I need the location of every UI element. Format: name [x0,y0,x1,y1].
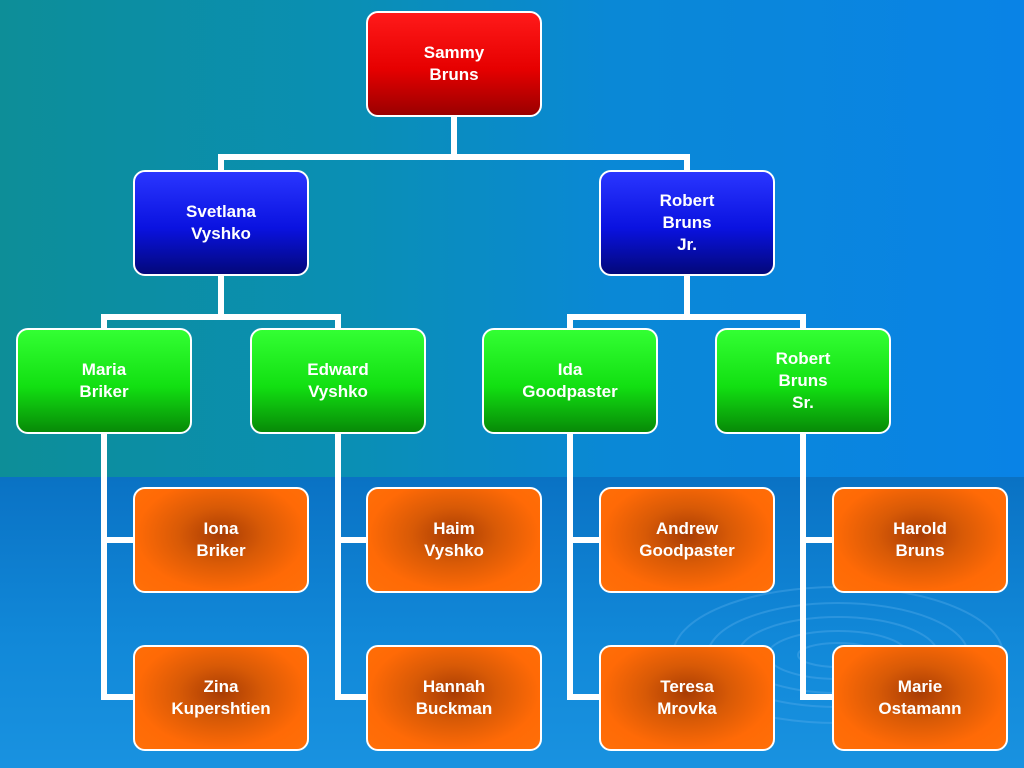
node-haim-vyshko: Haim Vyshko [366,487,542,593]
node-label: Sammy Bruns [423,43,485,84]
node-ida-goodpaster: Ida Goodpaster [482,328,658,434]
node-sammy-bruns: Sammy Bruns [366,11,542,117]
node-label: Edward Vyshko [307,360,369,401]
node-label: Zina Kupershtien [171,677,271,718]
node-label: Svetlana Vyshko [186,202,256,243]
connector-edward-to-children [335,430,372,700]
node-label: Robert Bruns Sr. [775,349,831,412]
node-label: Iona Briker [196,519,246,560]
node-label: Andrew Goodpaster [639,519,735,560]
node-robert-bruns-jr: Robert Bruns Jr. [599,170,775,276]
connector-svetlana-to-children [101,272,341,333]
node-robert-bruns-sr: Robert Bruns Sr. [715,328,891,434]
node-label: Robert Bruns Jr. [659,191,715,254]
node-marie-ostamann: Marie Ostamann [832,645,1008,751]
node-edward-vyshko: Edward Vyshko [250,328,426,434]
node-zina-kupershtien: Zina Kupershtien [133,645,309,751]
node-label: Marie Ostamann [878,677,962,718]
node-andrew-goodpaster: Andrew Goodpaster [599,487,775,593]
connector-ida-to-children [567,430,605,700]
node-harold-bruns: Harold Bruns [832,487,1008,593]
node-label: Haim Vyshko [424,519,484,560]
connector-maria-to-children [101,430,139,700]
node-label: Harold Bruns [893,519,947,560]
node-label: Maria Briker [79,360,129,401]
node-teresa-mrovka: Teresa Mrovka [599,645,775,751]
node-label: Teresa Mrovka [657,677,717,718]
node-label: Ida Goodpaster [522,360,618,401]
connector-root-to-level1 [218,113,690,175]
node-svetlana-vyshko: Svetlana Vyshko [133,170,309,276]
connector-robert-sr-to-children [800,430,838,700]
node-label: Hannah Buckman [415,677,493,718]
node-hannah-buckman: Hannah Buckman [366,645,542,751]
node-iona-briker: Iona Briker [133,487,309,593]
connector-robert-jr-to-children [567,272,806,333]
node-maria-briker: Maria Briker [16,328,192,434]
